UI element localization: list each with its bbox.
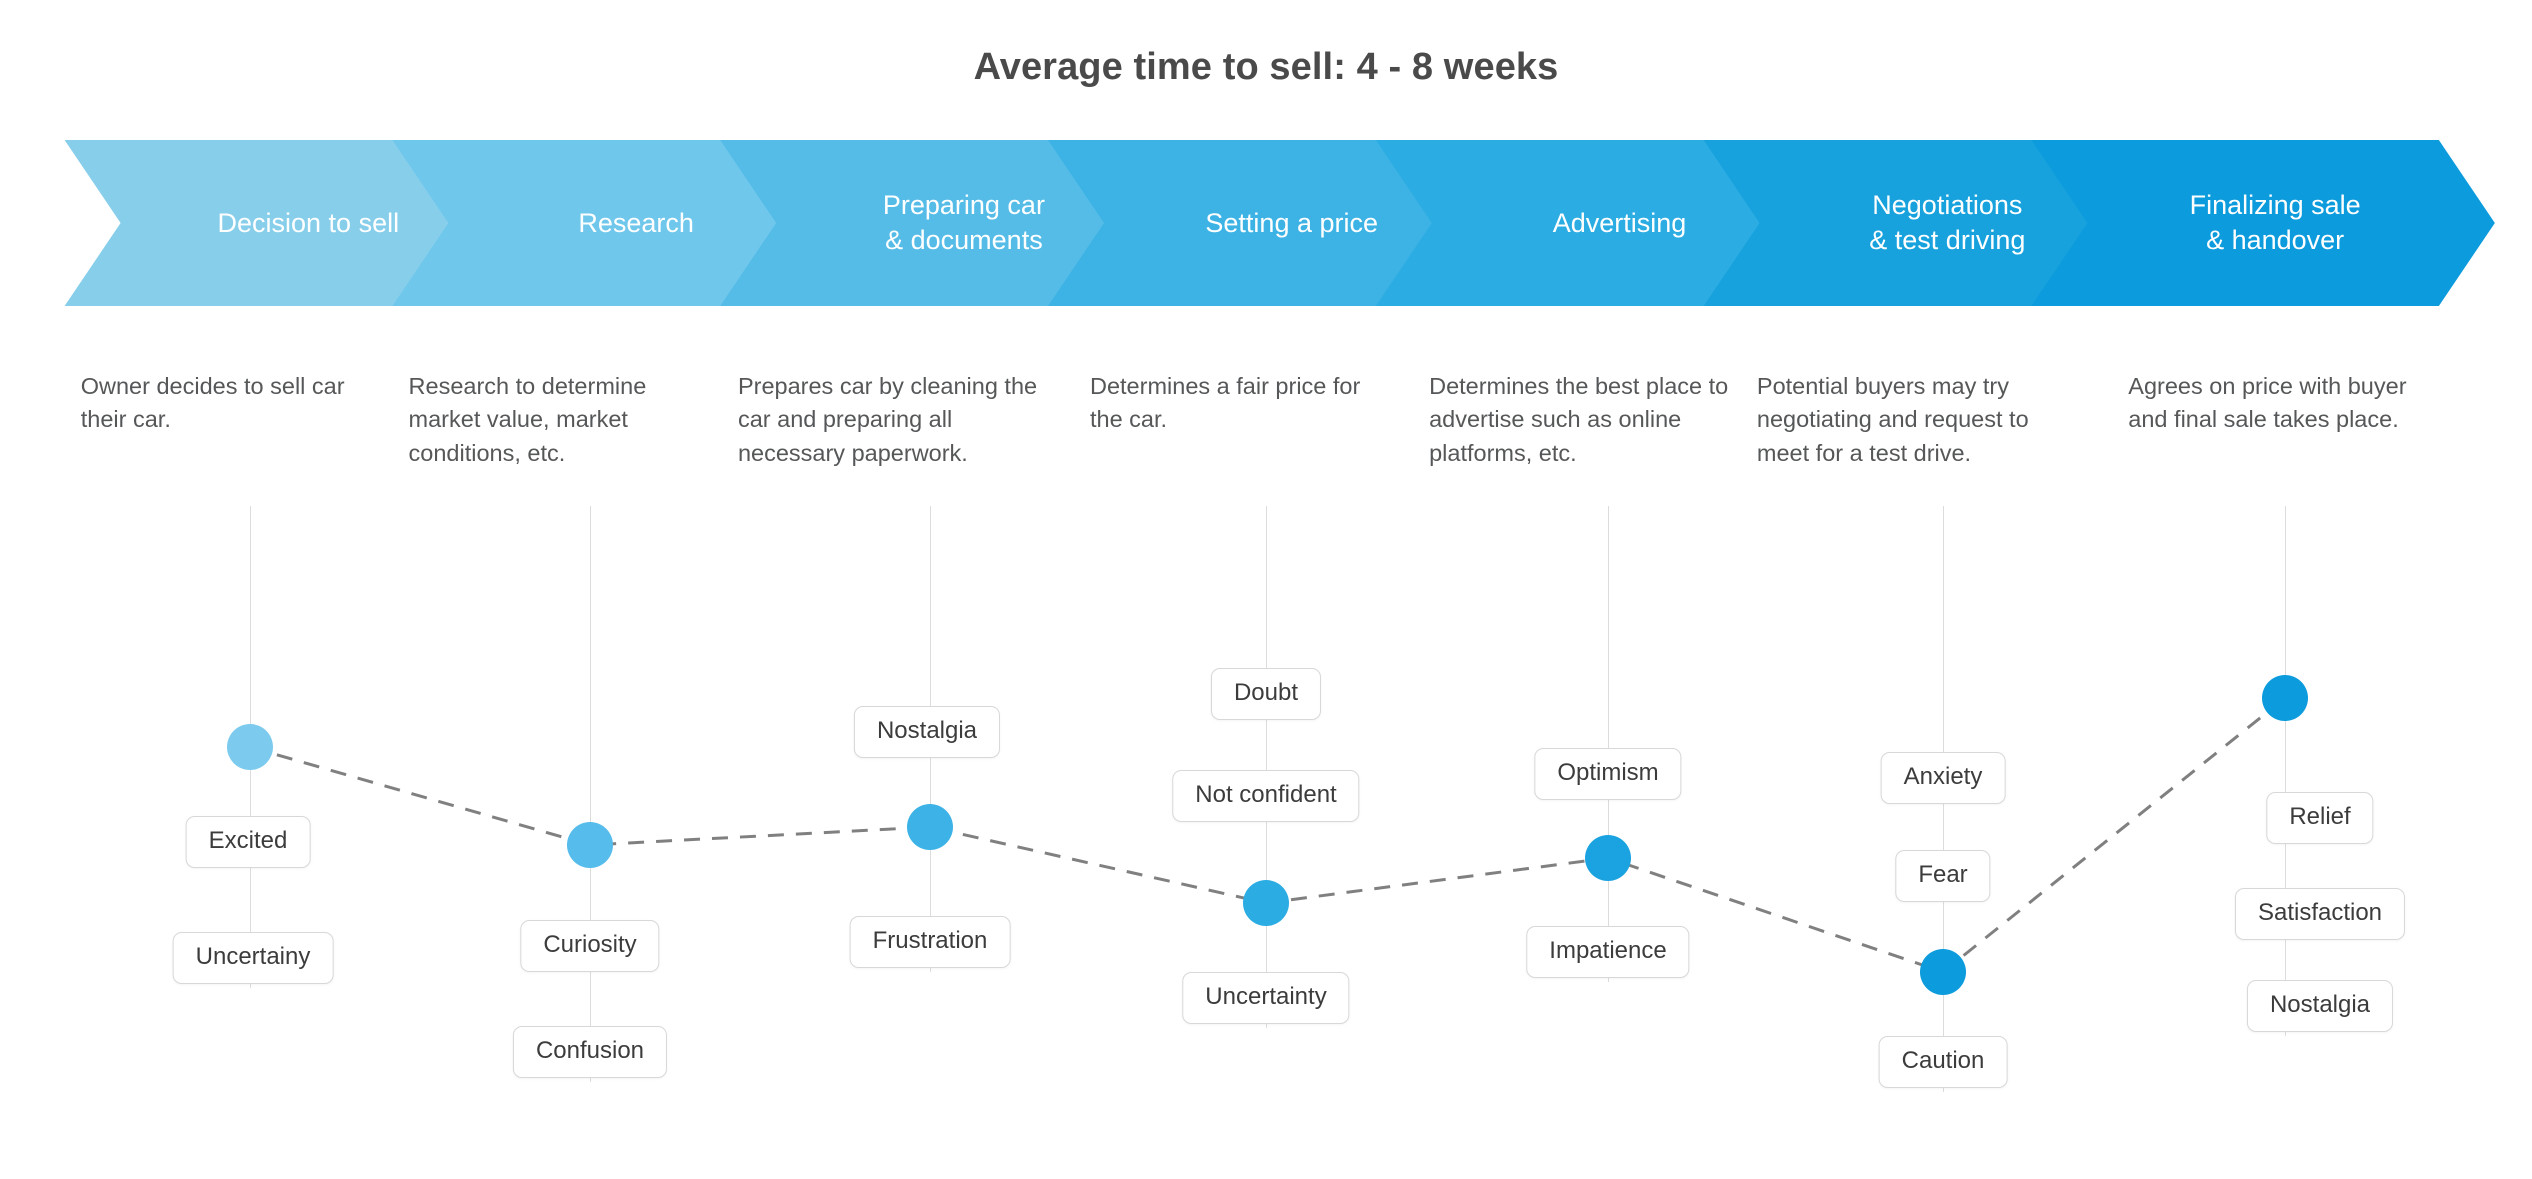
emotion-datapoint-4[interactable] (1243, 880, 1289, 926)
emotion-chip[interactable]: Optimism (1534, 748, 1682, 801)
stage-description-1: Owner decides to sell car their car. (80, 373, 345, 433)
stage-connector-line-7 (2285, 506, 2286, 1036)
stage-connector-line-5 (1608, 506, 1609, 982)
emotion-datapoint-2[interactable] (567, 822, 613, 868)
emotion-datapoint-3[interactable] (907, 804, 953, 850)
emotion-chip[interactable]: Anxiety (1880, 752, 2006, 805)
stage-description-6: Potential buyers may try negotiating and… (1756, 373, 2029, 466)
stage-chevron-label: Decision to sell (217, 207, 400, 238)
emotion-chip[interactable]: Nostalgia (853, 706, 1001, 759)
stage-chevron-7[interactable]: Finalizing sale & handover (2031, 140, 2494, 306)
emotion-chip[interactable]: Relief (2266, 792, 2374, 845)
stage-connector-line-2 (590, 506, 591, 1082)
stage-chevron-label: Advertising (1552, 207, 1687, 238)
stage-description-7: Agrees on price with buyer and final sal… (2128, 373, 2407, 433)
emotion-chip[interactable]: Confusion (512, 1026, 668, 1079)
emotion-datapoint-5[interactable] (1585, 835, 1631, 881)
stage-chevron-label: Finalizing sale & handover (2189, 190, 2361, 255)
emotion-datapoint-7[interactable] (2262, 675, 2308, 721)
stage-connector-line-1 (250, 506, 251, 988)
stage-description-4: Determines a fair price for the car. (1089, 373, 1361, 433)
stage-band: Decision to sell Research Preparing car & … (0, 140, 2532, 306)
stage-description-2: Research to determine market value, mark… (408, 373, 647, 466)
emotion-chip[interactable]: Fear (1895, 850, 1991, 903)
emotion-chip[interactable]: Excited (185, 816, 311, 869)
stage-connector-line-4 (1266, 506, 1267, 1028)
emotion-chip[interactable]: Doubt (1210, 668, 1322, 721)
stage-description-3: Prepares car by cleaning the car and pre… (737, 373, 1038, 466)
page-title: Average time to sell: 4 - 8 weeks (973, 46, 1559, 88)
stage-chevron-label: Research (578, 207, 694, 238)
stage-description-5: Determines the best place to advertise s… (1429, 373, 1729, 466)
emotion-chip[interactable]: Satisfaction (2234, 888, 2406, 941)
emotion-chip[interactable]: Not confident (1172, 770, 1360, 823)
emotion-chip[interactable]: Nostalgia (2246, 980, 2394, 1033)
stage-chevron-label: Setting a price (1205, 207, 1379, 238)
stage-chevron-label: Preparing car & documents (882, 190, 1045, 255)
emotion-chip[interactable]: Uncertainy (172, 932, 334, 985)
emotion-chip[interactable]: Caution (1878, 1036, 2008, 1089)
emotion-chip[interactable]: Uncertainty (1182, 972, 1350, 1025)
emotion-datapoint-1[interactable] (227, 724, 273, 770)
emotion-chip[interactable]: Curiosity (520, 920, 660, 973)
emotion-datapoint-6[interactable] (1920, 949, 1966, 995)
emotion-chip[interactable]: Frustration (849, 916, 1011, 969)
emotion-chip[interactable]: Impatience (1526, 926, 1690, 979)
stage-chevron-label: Negotiations & test driving (1869, 190, 2026, 255)
